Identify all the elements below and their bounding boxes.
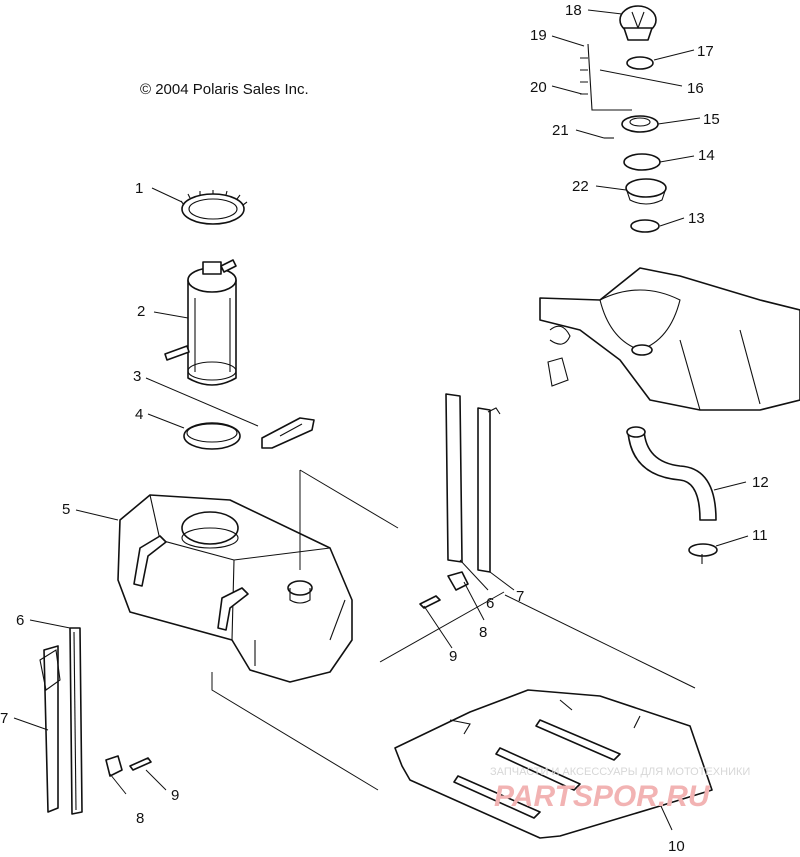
callout-labels: 1 2 3 4 5 6 6 7 7 8 8 9 9 10 11 12 13 14…	[0, 2, 769, 855]
callout-9-left: 9	[171, 787, 179, 804]
callout-17: 17	[697, 43, 714, 60]
callout-8-center: 8	[479, 624, 487, 641]
callout-16: 16	[687, 80, 704, 97]
callout-18: 18	[565, 2, 582, 19]
callout-5: 5	[62, 501, 70, 518]
callout-9-center: 9	[449, 648, 457, 665]
callout-6-center: 6	[486, 595, 494, 612]
callout-4: 4	[135, 406, 143, 423]
callout-7-center: 7	[516, 588, 524, 605]
part-tether	[587, 43, 632, 111]
callout-19: 19	[530, 27, 547, 44]
part-ring	[623, 153, 661, 171]
callout-3: 3	[133, 368, 141, 385]
part-clamp-lower	[688, 543, 718, 557]
part-clips-bolts	[105, 571, 469, 777]
callout-2: 2	[137, 303, 145, 320]
callout-20: 20	[530, 79, 547, 96]
part-filler-neck	[621, 115, 659, 133]
part-fuel-tank	[117, 494, 353, 683]
watermark-caption: ЗАПЧАСТИ И АКСЕССУАРЫ ДЛЯ МОТОТЕХНИКИ	[490, 766, 750, 778]
part-gasket	[183, 422, 241, 450]
callout-13: 13	[688, 210, 705, 227]
callout-leaders	[13, 9, 749, 831]
callout-7-left: 7	[0, 710, 8, 727]
callout-6-left: 6	[16, 612, 24, 629]
part-strap	[261, 417, 315, 449]
part-body-panel	[539, 267, 800, 411]
part-shield-plate	[394, 689, 713, 839]
part-fuel-pump-module	[164, 259, 237, 386]
callout-22: 22	[572, 178, 589, 195]
callout-21: 21	[552, 122, 569, 139]
callout-14: 14	[698, 147, 715, 164]
part-clamp-upper	[630, 219, 660, 233]
callout-8-left: 8	[136, 810, 144, 827]
part-adapter	[625, 178, 667, 205]
part-center-straps	[445, 393, 501, 573]
callout-10: 10	[668, 838, 685, 855]
callout-1: 1	[135, 180, 143, 197]
part-lock-ring	[180, 190, 248, 225]
callout-15: 15	[703, 111, 720, 128]
copyright-text: © 2004 Polaris Sales Inc.	[140, 81, 309, 98]
callout-11: 11	[752, 527, 768, 544]
part-fill-hose	[627, 429, 717, 521]
part-cap-gasket	[626, 56, 654, 70]
part-filler-cap	[619, 5, 657, 41]
watermark-logo: PARTSPOR.RU	[494, 780, 711, 813]
part-left-straps	[39, 627, 83, 815]
callout-12: 12	[752, 474, 769, 491]
